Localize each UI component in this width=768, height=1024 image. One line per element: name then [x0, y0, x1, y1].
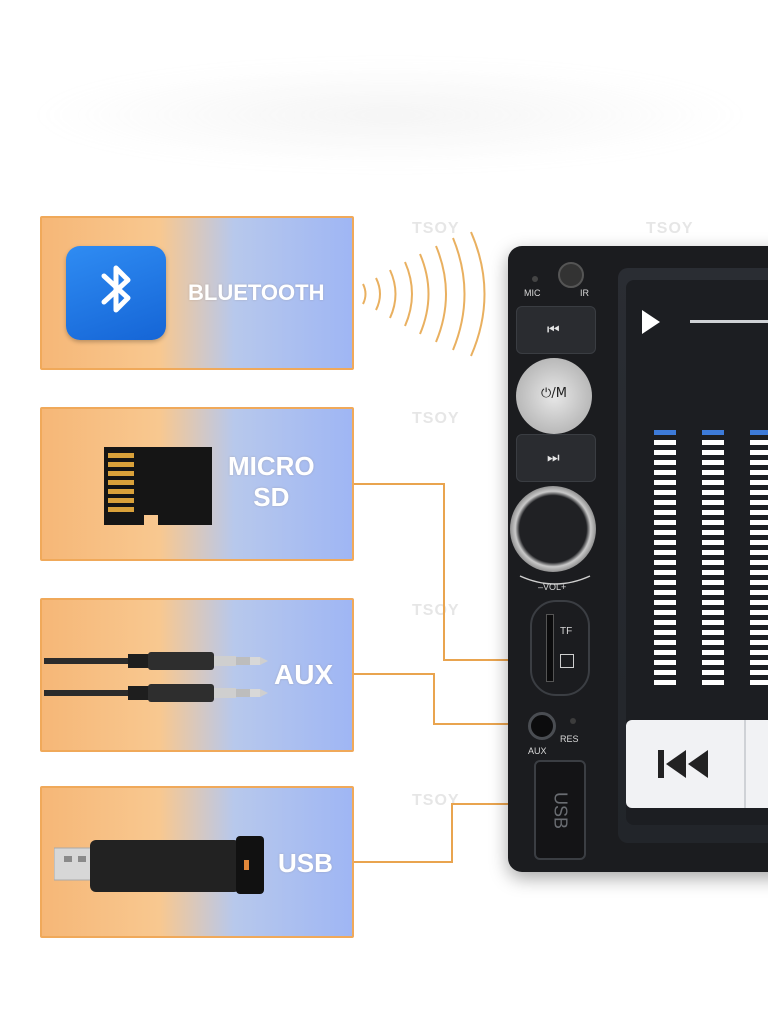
equalizer-column [654, 430, 676, 690]
previous-track-icon: ⏮ [547, 321, 560, 337]
previous-track-icon [658, 750, 708, 778]
volume-label: –VOL+ [538, 582, 567, 592]
micro-sd-card: MICRO SD [40, 407, 354, 561]
micro-sd-label-line2: SD [253, 482, 290, 513]
previous-track-key[interactable]: ⏮ [516, 306, 596, 354]
watermark: TSOY [412, 792, 460, 809]
mic-label: MIC [524, 288, 541, 298]
usb-drive-icon [53, 830, 266, 905]
aux-jack[interactable] [528, 712, 556, 740]
equalizer-column [702, 430, 724, 690]
display-screen [618, 268, 768, 843]
aux-cable-icon [44, 644, 274, 715]
power-mode-label: ⏻/M [541, 386, 567, 401]
next-track-icon: ⏭ [547, 449, 560, 465]
watermark: TSOY [412, 602, 460, 619]
ir-sensor [558, 262, 584, 288]
micro-sd-card-icon [100, 443, 216, 534]
reset-hole[interactable] [570, 718, 576, 724]
mic-hole [532, 276, 538, 282]
equalizer-column [750, 430, 768, 690]
aux-label: AUX [274, 659, 334, 690]
aux-port-label: AUX [528, 746, 547, 756]
volume-arc [519, 575, 591, 585]
screen-previous-button[interactable] [626, 720, 744, 808]
blurred-header-band [30, 60, 750, 170]
watermark: TSOY [646, 220, 694, 237]
bluetooth-icon [66, 246, 166, 340]
tf-card-slot[interactable] [546, 614, 554, 682]
next-track-key[interactable]: ⏭ [516, 434, 596, 482]
reset-label: RES [560, 734, 579, 744]
tf-label: TF [560, 626, 573, 637]
display-screen-inner [626, 280, 768, 825]
usb-port-label: USB [550, 791, 571, 829]
usb-card: USB [40, 786, 354, 938]
aux-card: AUX [40, 598, 354, 752]
screen-control-bar [626, 720, 768, 808]
watermark: TSOY [412, 410, 460, 427]
progress-track[interactable] [690, 320, 768, 323]
bluetooth-card: BLUETOOTH [40, 216, 354, 370]
ir-label: IR [580, 288, 589, 298]
watermark: TSOY [412, 220, 460, 237]
play-icon[interactable] [642, 310, 660, 334]
signal-waves-icon [362, 231, 486, 357]
micro-sd-label: MICRO SD [228, 451, 315, 513]
usb-label: USB [278, 848, 333, 878]
micro-sd-label-line1: MICRO [228, 451, 315, 481]
usb-port[interactable]: USB [534, 760, 586, 860]
car-stereo-device: MIC IR ⏮ ⏻/M ⏭ –VOL+ TF AUX RES USB [508, 246, 768, 872]
volume-knob[interactable] [510, 486, 596, 572]
sd-slot-icon [560, 654, 574, 668]
tf-slot-panel: TF [530, 600, 590, 696]
button-divider [744, 720, 746, 808]
power-mode-button[interactable]: ⏻/M [516, 358, 592, 434]
bluetooth-label: BLUETOOTH [188, 280, 325, 305]
